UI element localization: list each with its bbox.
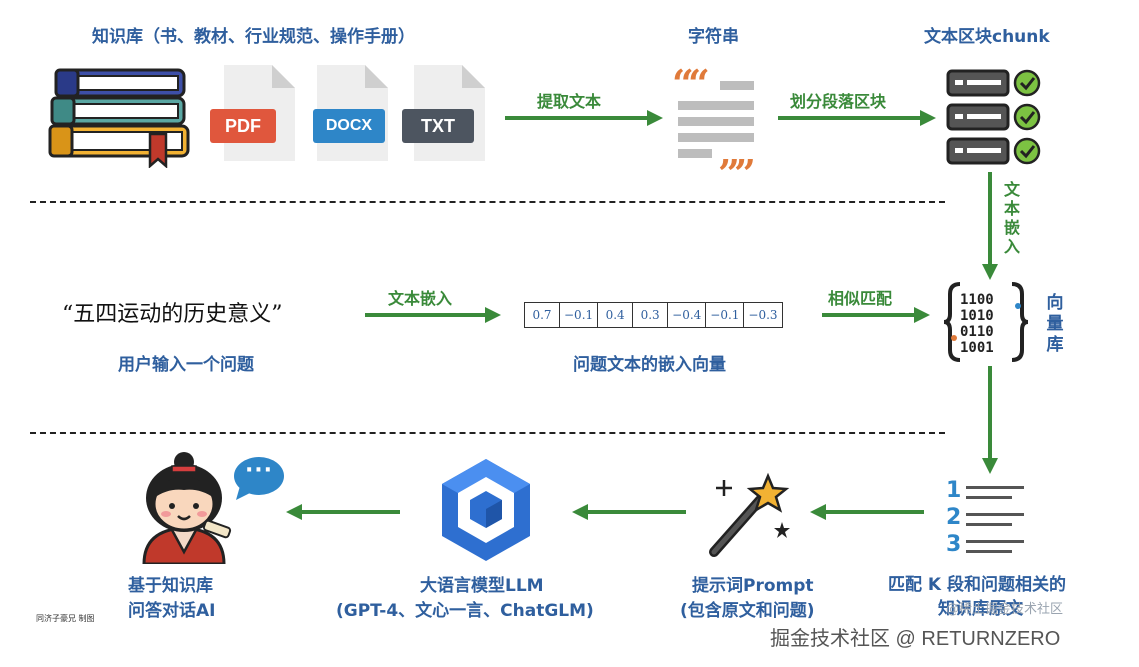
knowledge-base-label: 知识库（书、教材、行业规范、操作手册） [92, 27, 415, 47]
split-chunks-label: 划分段落区块 [790, 92, 887, 111]
vector-caption: 问题文本的嵌入向量 [573, 355, 726, 375]
qa-ai-label-1: 基于知识库 [128, 576, 213, 596]
watermark-main: 掘金技术社区 @ RETURNZERO [770, 628, 1061, 650]
books-icon [48, 68, 193, 168]
quote-text-icon: “ “ ” ” [670, 65, 765, 173]
svg-text:0110: 0110 [960, 324, 994, 340]
pdf-file-icon: PDF [210, 65, 295, 161]
arrow-to-prompt-left [808, 502, 926, 522]
arrow-split-right [778, 108, 938, 128]
svg-text:1001: 1001 [960, 340, 994, 356]
txt-label: TXT [402, 109, 474, 143]
vector-cell: −0.4 [667, 302, 707, 328]
arrow-to-llm-left [570, 502, 688, 522]
arrow-retrieve-down [980, 366, 1000, 476]
question-text: “五四运动的历史意义” [62, 302, 283, 327]
embed-label: 文本嵌入 [388, 289, 453, 308]
svg-text:“: “ [688, 65, 710, 106]
list-number-3: 3 [946, 532, 962, 557]
arrow-to-ai-left [284, 502, 402, 522]
divider-2 [30, 432, 945, 434]
embed-vertical-label: 文本嵌入 [1003, 180, 1020, 256]
svg-text:”: ” [718, 151, 740, 173]
vector-cell: 0.3 [632, 302, 669, 328]
arrow-embed-right [365, 305, 503, 325]
user-question-label: 用户输入一个问题 [118, 355, 254, 375]
llm-cube-icon [438, 457, 534, 563]
vector-cell: 0.7 [524, 302, 560, 328]
binary-database-icon: 1100 1010 0110 1001 [944, 280, 1028, 364]
svg-text:”: ” [734, 151, 756, 173]
chunk-label: 文本区块chunk [924, 27, 1050, 47]
match-k-label-2: 知识库原文 [938, 599, 1023, 619]
list-number-2: 2 [946, 505, 962, 530]
list-number-1: 1 [946, 478, 962, 503]
llm-label-2: (GPT-4、文心一言、ChatGLM) [336, 601, 594, 621]
chat-bubble-icon: ··· [232, 456, 286, 502]
prompt-label-1: 提示词Prompt [692, 576, 814, 596]
txt-file-icon: TXT [402, 65, 485, 161]
string-label: 字符串 [688, 27, 739, 47]
vector-cell: −0.1 [705, 302, 745, 328]
arrow-match-right [822, 305, 932, 325]
divider-1 [30, 201, 945, 203]
docx-label: DOCX [313, 109, 385, 143]
svg-text:“: “ [672, 65, 694, 106]
arrow-embed-down [980, 172, 1000, 282]
vector-cell: −0.1 [558, 302, 599, 328]
pdf-label: PDF [210, 109, 276, 143]
chat-bubble-dots: ··· [244, 458, 274, 483]
extract-text-label: 提取文本 [537, 92, 602, 111]
svg-text:1010: 1010 [960, 308, 994, 324]
svg-text:1100: 1100 [960, 292, 994, 308]
chunk-stack-icon [945, 68, 1045, 166]
watermark-faint: @稀土掘金技术社区 [946, 602, 1064, 617]
qa-ai-label-2: 问答对话AI [128, 601, 216, 621]
similarity-match-label: 相似匹配 [828, 289, 893, 308]
vector-cell: −0.3 [743, 302, 783, 328]
vector-db-label: 向量库 [1046, 293, 1064, 355]
vector-cell: 0.4 [597, 302, 634, 328]
docx-file-icon: DOCX [313, 65, 388, 161]
author-credit: 同济子豪兄 制图 [36, 614, 95, 623]
llm-label-1: 大语言模型LLM [420, 576, 544, 596]
prompt-label-2: (包含原文和问题) [680, 601, 815, 621]
match-k-label-1: 匹配 K 段和问题相关的 [888, 575, 1067, 595]
scholar-avatar-icon [134, 452, 234, 564]
magic-wand-icon [706, 470, 798, 558]
arrow-extract-right [505, 108, 665, 128]
